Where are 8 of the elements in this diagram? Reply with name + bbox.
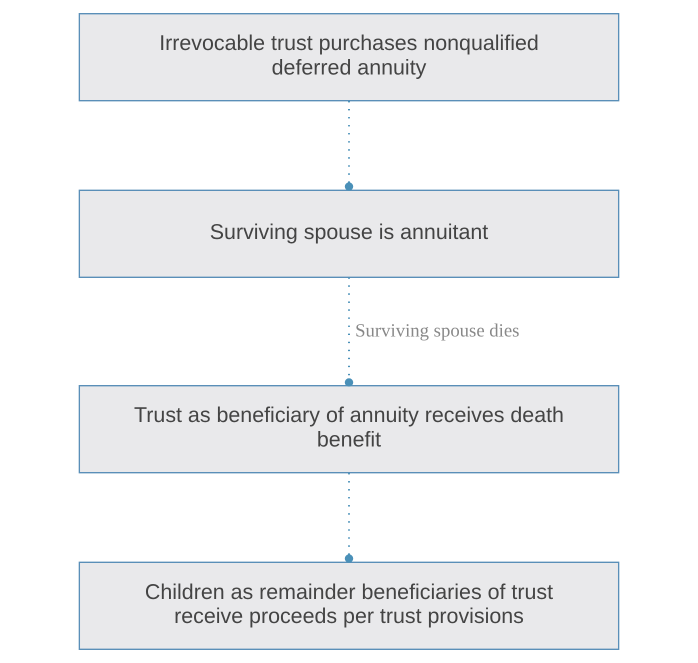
- edge-label: Surviving spouse dies: [355, 320, 520, 342]
- node-box: Surviving spouse is annuitant: [78, 190, 620, 278]
- connector: [344, 277, 354, 387]
- connector: [344, 101, 354, 191]
- node-box: Irrevocable trust purchases nonqualified deferred annuity: [78, 13, 620, 102]
- connector: [344, 473, 354, 563]
- node-box: Trust as beneficiary of annuity receives death benefit: [78, 385, 620, 474]
- node-box: Children as remainder beneficiaries of trust receive proceeds per trust provisions: [78, 562, 620, 650]
